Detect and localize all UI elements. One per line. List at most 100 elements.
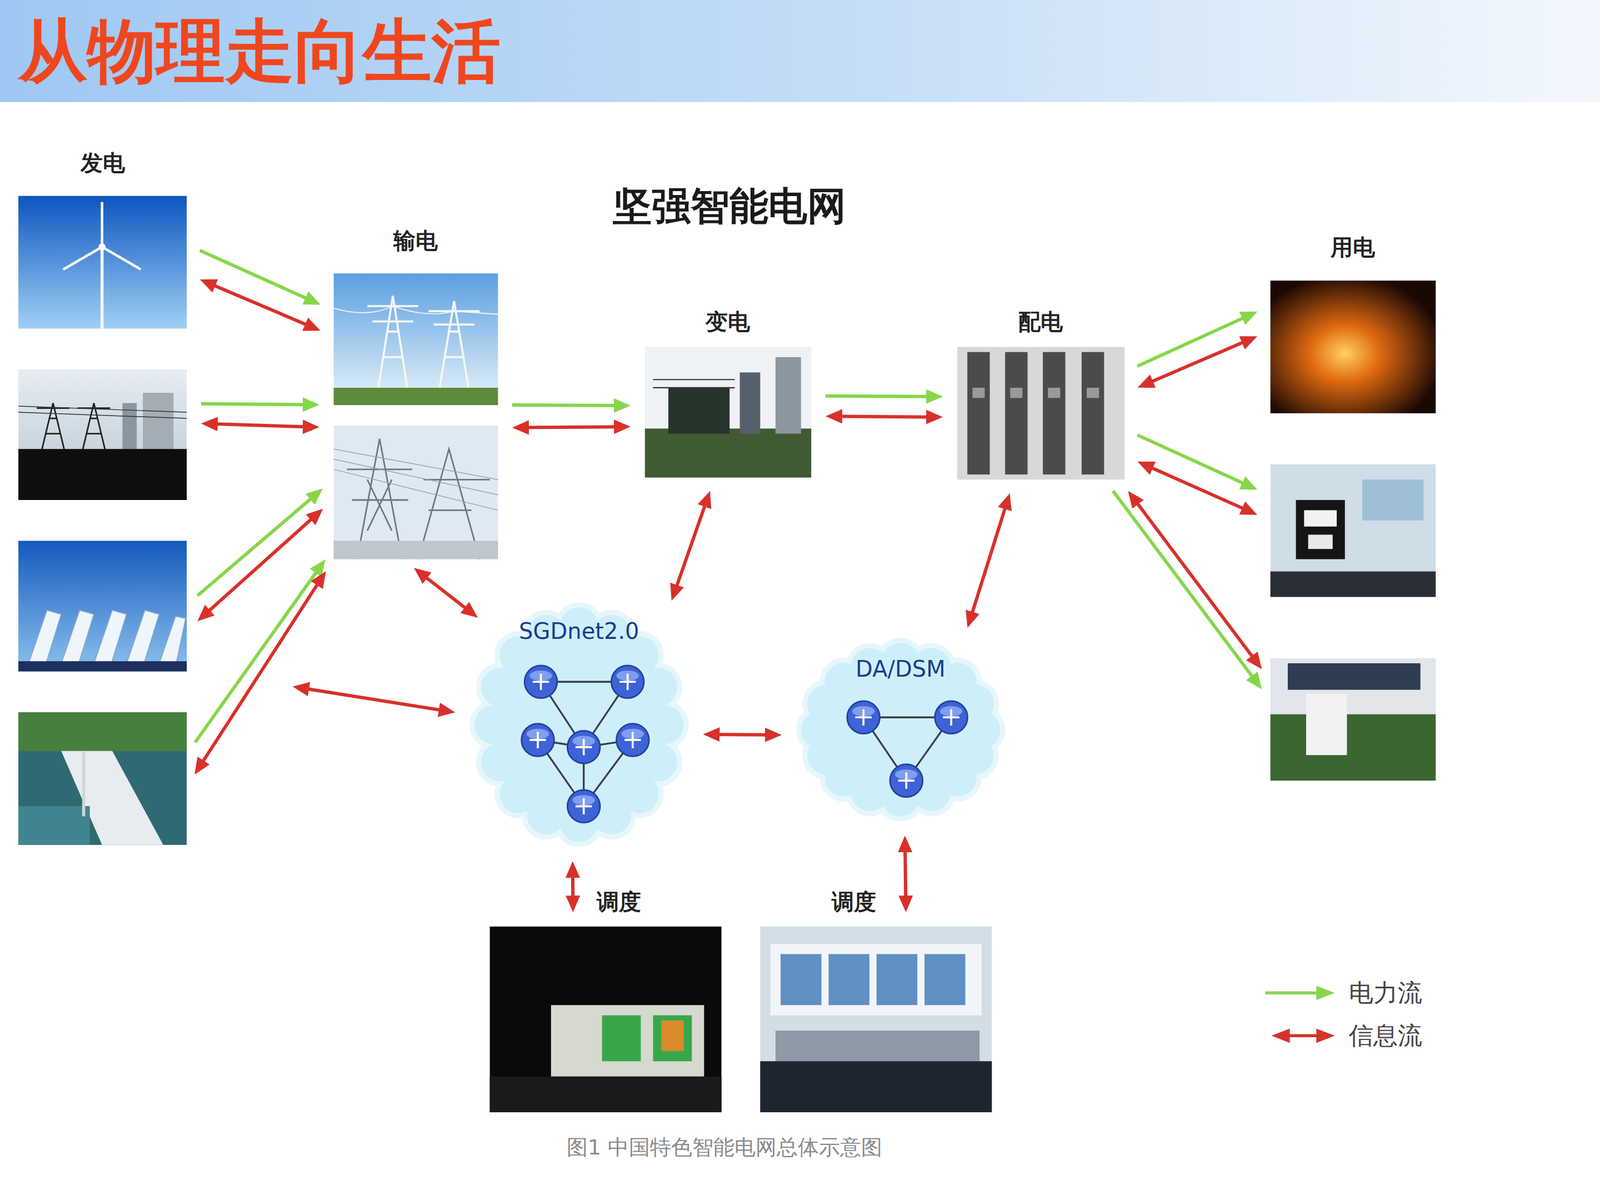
legend-sample (1265, 985, 1335, 1043)
grid-ellipse (188, 142, 1429, 898)
generation-group: 发电 (18, 196, 187, 845)
control-room-photo (770, 943, 982, 1016)
info-flow-arrow (571, 870, 575, 904)
charging-station-photo (1306, 693, 1347, 755)
transformer-photo (668, 387, 730, 434)
office-photo (1270, 571, 1437, 598)
router-network (567, 790, 600, 823)
dispatch-center-photo (490, 926, 722, 1113)
power-plant-photo (18, 406, 187, 419)
legend-sample (1316, 985, 1335, 1000)
power-flow-arrow (1112, 491, 1257, 683)
charging-station-photo (1270, 658, 1437, 781)
router-network (942, 708, 959, 725)
office-photo (1296, 500, 1345, 560)
power-flow-arrow (200, 250, 313, 302)
stage-heading: 用电 (1330, 234, 1375, 260)
transmission-line-photo (333, 306, 499, 315)
dispatch-center-photo (490, 1076, 722, 1113)
power-flow-arrow (1137, 435, 1249, 487)
power-flow-arrow (195, 566, 320, 743)
transmission-line-photo (333, 273, 499, 405)
power-flow-arrow (201, 403, 311, 405)
network-cloud: SGDnet2.0 (469, 602, 689, 848)
power-plant-photo (36, 403, 70, 455)
switchgear-photo (957, 346, 1125, 480)
grid-ellipse (182, 136, 1435, 904)
router-network (897, 772, 914, 789)
router-network (847, 701, 880, 734)
stage-heading: 输电 (393, 227, 438, 254)
transformer-photo (653, 379, 735, 388)
router-network (934, 701, 968, 734)
smart-grid-region: 输电变电配电SGDnet2.0DA/DSM坚强智能电网 (188, 142, 1429, 898)
stage-heading: 调度 (831, 888, 877, 915)
legend-sample (1287, 1034, 1319, 1038)
solar-panel-photo (18, 540, 187, 672)
legend-label: 信息流 (1348, 1021, 1423, 1050)
control-room-photo (828, 953, 869, 1005)
diagram-heading: 坚强智能电网 (612, 183, 847, 229)
info-flow-arrow (905, 844, 906, 904)
switchgear-photo (1081, 352, 1104, 475)
cloud-shape (487, 620, 671, 829)
transformer-photo (645, 346, 812, 478)
network-label: SGDnet2.0 (518, 618, 639, 644)
office-photo (1270, 464, 1437, 598)
cloud-shape (814, 656, 987, 803)
charging-station-photo (1270, 658, 1437, 781)
charging-station-photo (1287, 663, 1421, 690)
substation-tower-photo (418, 448, 490, 559)
transmission-line-photo (428, 301, 480, 393)
info-flow-arrow (210, 423, 311, 428)
router-network (567, 790, 600, 823)
control-room-photo (760, 926, 992, 1113)
router-network (524, 665, 558, 698)
switchgear-photo (1047, 387, 1060, 398)
router-network (847, 701, 968, 798)
router-network (532, 673, 549, 690)
router-network (619, 673, 636, 690)
control-room-photo (775, 1030, 980, 1062)
router-network (521, 665, 650, 823)
office-photo (1270, 464, 1437, 598)
power-plant-photo (142, 392, 174, 454)
figure-caption: 图1 中国特色智能电网总体示意图 (566, 1135, 883, 1160)
header-bar (0, 0, 1600, 103)
router-network (575, 797, 592, 814)
dispatch-panel: 调度 (760, 926, 992, 1113)
solar-panel-photo (159, 616, 187, 668)
wind-turbine-photo (100, 202, 104, 248)
substation-tower-photo (333, 425, 499, 560)
header-bar (0, 0, 1600, 103)
router-network (575, 738, 592, 755)
transmission-group: 输电 (333, 273, 499, 559)
dispatch-center-photo (661, 1020, 684, 1052)
solar-panel-photo (93, 610, 127, 668)
dispatch-center-photo (653, 1015, 693, 1062)
power-plant-photo (18, 369, 187, 500)
info-flow-arrow (834, 416, 934, 417)
solar-panel-photo (28, 610, 62, 668)
dispatch-center-photo (602, 1015, 642, 1062)
wind-turbine-photo (100, 248, 104, 329)
distribution-panel: 配电 (957, 346, 1125, 480)
router-network (624, 731, 641, 748)
transformer-photo (645, 346, 812, 478)
stage-heading: 配电 (1018, 308, 1063, 335)
router-network (890, 764, 923, 798)
router-network (529, 731, 546, 748)
wind-turbine-photo (98, 243, 106, 251)
wind-turbine-photo (63, 246, 103, 269)
charging-station-photo (1270, 714, 1437, 781)
stage-heading: 变电 (705, 308, 750, 335)
power-plant-photo (18, 369, 187, 500)
router-network (567, 730, 600, 764)
info-flow-arrow (1133, 498, 1257, 663)
switchgear-photo (967, 352, 990, 475)
network-label: DA/DSM (855, 656, 946, 682)
office-photo (1308, 534, 1333, 549)
solar-panel-photo (18, 540, 187, 672)
switchgear-photo (957, 346, 1125, 480)
